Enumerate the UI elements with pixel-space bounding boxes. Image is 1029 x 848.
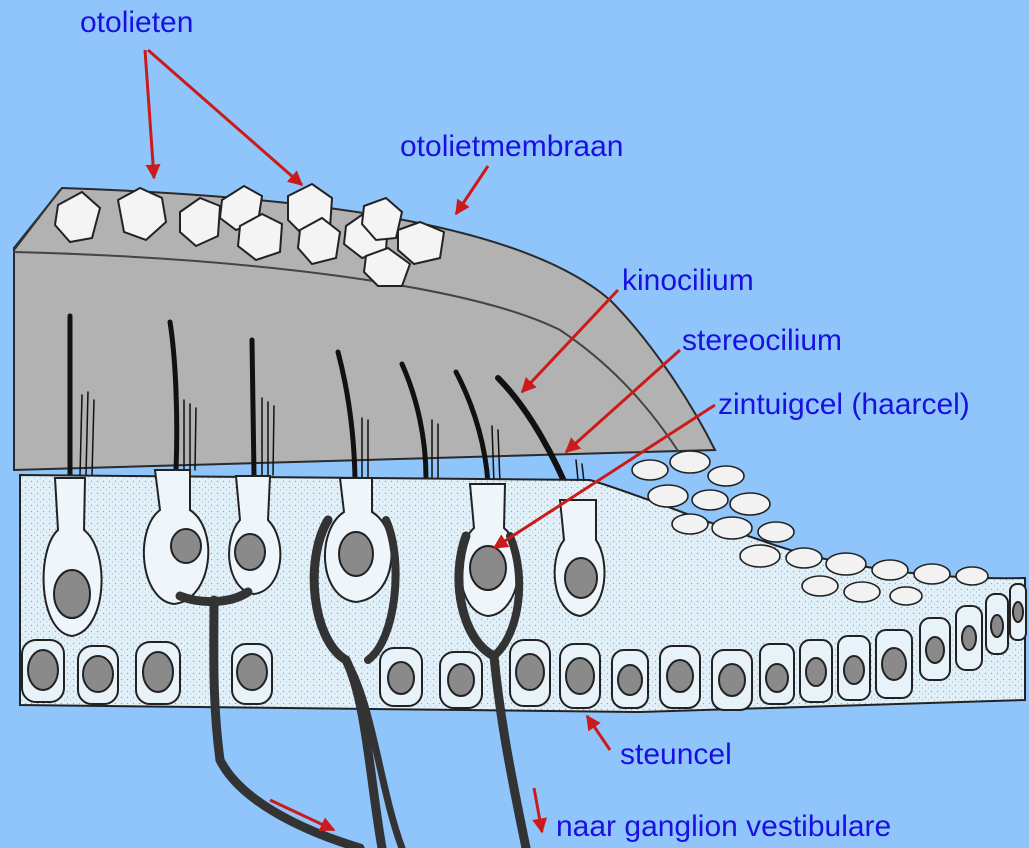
otolietmembraan-arrow — [456, 166, 488, 214]
label-stereocilium: stereocilium — [682, 324, 842, 357]
label-zintuigcel: zintuigcel (haarcel) — [718, 388, 970, 421]
otolieten-arrow-right — [148, 50, 302, 185]
label-kinocilium: kinocilium — [622, 264, 754, 297]
label-otolieten: otolieten — [80, 6, 193, 39]
ganglion-arrow-right — [534, 788, 542, 832]
label-steuncel: steuncel — [620, 738, 732, 771]
label-ganglion: naar ganglion vestibulare — [556, 810, 891, 843]
steuncel-arrow — [587, 716, 610, 750]
label-otolietmembraan: otolietmembraan — [400, 130, 623, 163]
otolieten-arrow-left — [145, 50, 154, 178]
